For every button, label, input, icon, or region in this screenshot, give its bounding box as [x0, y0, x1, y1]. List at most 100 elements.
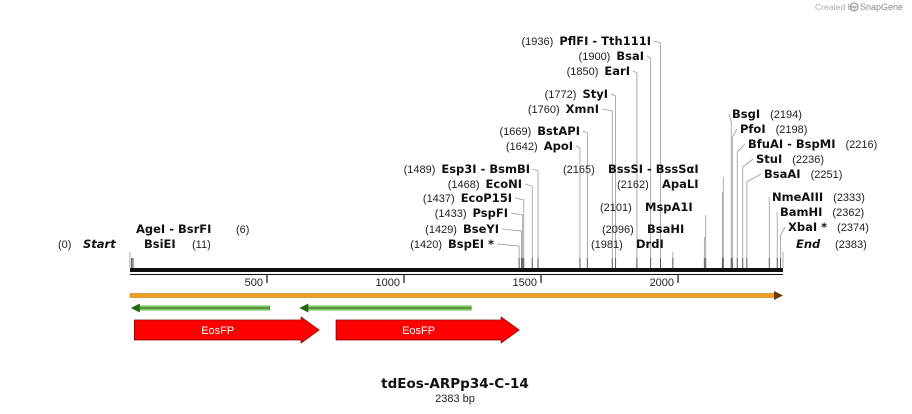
enzyme-name-stui[interactable]: StuI [756, 152, 782, 166]
leader-line [496, 243, 520, 258]
enzyme-name-bfuai-bspmi[interactable]: BfuAI - BspMI [748, 137, 835, 151]
enzyme-position: (1981) [591, 239, 623, 251]
enzyme-position: (1437) [423, 193, 455, 205]
ruler-tick-label: 1000 [376, 277, 400, 289]
plasmid-name: tdEos-ARPp34-C-14 [381, 376, 529, 392]
enzyme-name-agei-bsrfi[interactable]: AgeI - BsrFI [136, 222, 211, 236]
green-feature-arrowhead [299, 303, 309, 313]
leader-line [646, 55, 652, 258]
leader-line [731, 128, 738, 258]
enzyme-position: (1468) [448, 179, 480, 191]
enzyme-position: (2165) [563, 164, 595, 176]
enzyme-labels: AgeI - BsrFI (6) BsiEI (11) BspEI * (1420) Bse… [136, 34, 877, 251]
enzyme-position: (2236) [792, 154, 824, 166]
enzyme-name-econi[interactable]: EcoNI [486, 177, 522, 191]
enzyme-name-bsahi[interactable]: BsaHI [647, 222, 684, 236]
feature-label-eosfp: EosFP [201, 325, 234, 337]
enzyme-position: (2374) [837, 222, 869, 234]
enzyme-position: (2101) [600, 202, 632, 214]
enzyme-position: (1772) [545, 89, 577, 101]
red-feature-arrow[interactable] [133, 316, 320, 344]
leader-line [728, 113, 732, 258]
feature-label-eosfp: EosFP [402, 325, 435, 337]
leader-line [532, 168, 539, 258]
plasmid-size: 2383 bp [435, 393, 475, 405]
enzyme-position: (1420) [410, 239, 442, 251]
leader-line [742, 158, 754, 258]
leader-line [582, 130, 588, 258]
enzyme-name-esp3i-bsmbi[interactable]: Esp3I - BsmBI [441, 162, 530, 176]
enzyme-position: (1936) [522, 36, 554, 48]
enzyme-name-eari[interactable]: EarI [604, 64, 630, 78]
enzyme-name-pspfi[interactable]: PspFI [473, 206, 508, 220]
credit-brand: SnapGene [860, 2, 903, 12]
enzyme-position: (2333) [833, 192, 865, 204]
enzyme-position: (2362) [832, 207, 864, 219]
leader-line [632, 70, 638, 258]
enzyme-name-bspei[interactable]: BspEI * [448, 237, 494, 251]
ruler-tick-label: 2000 [650, 277, 674, 289]
enzyme-position: (2198) [776, 124, 808, 136]
enzyme-position: (6) [236, 224, 249, 236]
leader-line [510, 212, 524, 258]
enzyme-position: (2194) [770, 109, 802, 121]
enzyme-position: (2216) [845, 139, 877, 151]
enzyme-position: (1900) [579, 51, 611, 63]
enzyme-position: (2162) [617, 179, 649, 191]
leader-line [736, 143, 746, 258]
green-feature-arrowhead [130, 303, 140, 313]
orange-feature-bar[interactable] [129, 293, 776, 298]
leader-line [653, 40, 661, 258]
leader-line [610, 93, 616, 258]
ruler-ticks: 500 1000 1500 2000 [245, 274, 679, 289]
red-feature-arrow[interactable] [335, 316, 520, 344]
leader-line [601, 108, 613, 258]
ruler-tick-label: 500 [245, 277, 263, 289]
snapgene-logo-icon [849, 2, 859, 12]
enzyme-name-mspa1i[interactable]: MspA1I [645, 200, 693, 214]
enzyme-name-bamhi[interactable]: BamHI [780, 205, 822, 219]
enzyme-name-xmni[interactable]: XmnI [566, 102, 599, 116]
feature-track: EosFP EosFP [129, 291, 783, 344]
start-label: Start [83, 237, 116, 251]
leader-line [501, 228, 522, 258]
leader-line [514, 197, 525, 258]
enzyme-position: (1433) [435, 208, 467, 220]
enzyme-name-bsgi[interactable]: BsgI [732, 107, 760, 121]
start-position: (0) [58, 239, 71, 251]
leader-line [524, 183, 533, 258]
orange-feature-arrowhead [774, 291, 783, 300]
backbone-line [130, 268, 783, 272]
enzyme-position: (1850) [567, 66, 599, 78]
enzyme-position: (2096) [602, 224, 634, 236]
enzyme-name-ecop15i[interactable]: EcoP15I [461, 191, 512, 205]
enzyme-name-pflfi-tth111i[interactable]: PflFI - Tth111I [559, 34, 651, 48]
credit-prefix: Created by [815, 2, 857, 12]
leader-lines [129, 40, 786, 268]
enzyme-position: (11) [192, 239, 211, 251]
end-label: End [796, 237, 821, 251]
enzyme-name-apali[interactable]: ApaLI [662, 177, 699, 191]
enzyme-position: (1669) [499, 126, 531, 138]
leader-line [575, 145, 581, 258]
enzyme-name-nmeaiii[interactable]: NmeAIII [772, 190, 823, 204]
enzyme-name-bsssi-bsss-i[interactable]: BssSI - BssSαI [608, 162, 699, 176]
enzyme-name-bsaai[interactable]: BsaAI [764, 167, 801, 181]
enzyme-name-bstapi[interactable]: BstAPI [537, 124, 580, 138]
enzyme-name-xbai[interactable]: XbaI * [788, 220, 827, 234]
enzyme-name-drdi[interactable]: DrdI [636, 237, 664, 251]
enzyme-name-apoi[interactable]: ApoI [544, 139, 573, 153]
site-markers [131, 258, 782, 268]
enzyme-name-bsai[interactable]: BsaI [616, 49, 644, 63]
enzyme-position: (1429) [425, 224, 457, 236]
enzyme-name-bseyi[interactable]: BseYI [463, 222, 499, 236]
enzyme-name-pfoi[interactable]: PfoI [740, 122, 766, 136]
enzyme-position: (2251) [811, 169, 843, 181]
enzyme-position: (1642) [506, 141, 538, 153]
enzyme-name-bsiei[interactable]: BsiEI [144, 237, 176, 251]
enzyme-name-styi[interactable]: StyI [582, 87, 608, 101]
leader-line [780, 226, 786, 258]
enzyme-position: (1760) [528, 104, 560, 116]
ruler-tick-label: 1500 [513, 277, 537, 289]
